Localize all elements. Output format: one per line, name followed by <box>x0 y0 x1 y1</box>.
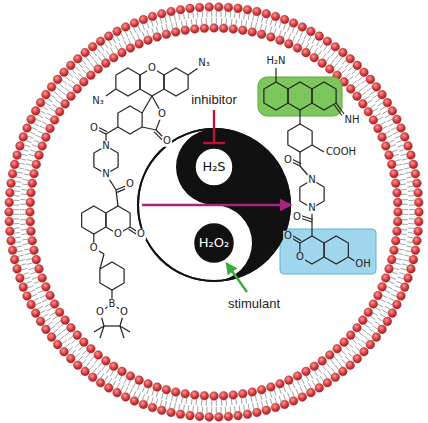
inhibition-bar <box>203 110 225 143</box>
atom-label: O <box>119 307 129 318</box>
atom-label: O <box>89 123 99 134</box>
lipid-bilayer <box>5 3 424 421</box>
analyte-circle: H₂O₂ <box>194 223 234 263</box>
analyte-circle: H₂S <box>194 147 234 187</box>
atom-label: O <box>283 231 293 242</box>
atom-label: N <box>307 175 316 186</box>
atom-label: N <box>307 203 316 214</box>
atom-label: COOH <box>325 147 357 158</box>
stimulation-arrow <box>227 264 247 292</box>
atom-label: N₃ <box>197 58 211 69</box>
atom-label: H₂N <box>265 56 286 67</box>
atom-label: O <box>89 243 99 254</box>
atom-label: O <box>95 307 105 318</box>
chemical-structures <box>82 68 358 338</box>
atom-label: B <box>108 299 117 310</box>
atom-label: O <box>125 179 135 190</box>
atom-label: O <box>162 136 172 147</box>
atom-label: O <box>113 229 123 240</box>
atom-label: N <box>101 169 110 180</box>
analyte-name: H₂S <box>202 160 225 174</box>
atom-label: O <box>292 212 302 223</box>
atom-label: N₃ <box>91 96 105 107</box>
reagent-label: stimulant <box>226 297 282 311</box>
analyte-name: H₂O₂ <box>199 236 229 250</box>
yin-yang <box>138 129 290 281</box>
reagent-label: inhibitor <box>189 93 239 107</box>
atom-label: OH <box>354 259 371 270</box>
atom-label: N <box>101 141 110 152</box>
reaction-arrow <box>142 204 290 207</box>
coumarin-highlight <box>280 229 376 274</box>
atom-label: NH <box>344 115 361 126</box>
atom-label: O <box>136 229 146 240</box>
atom-label: O <box>147 63 157 74</box>
atom-label: O <box>157 109 167 120</box>
atom-label: O <box>295 252 305 263</box>
atom-label: O <box>283 155 293 166</box>
